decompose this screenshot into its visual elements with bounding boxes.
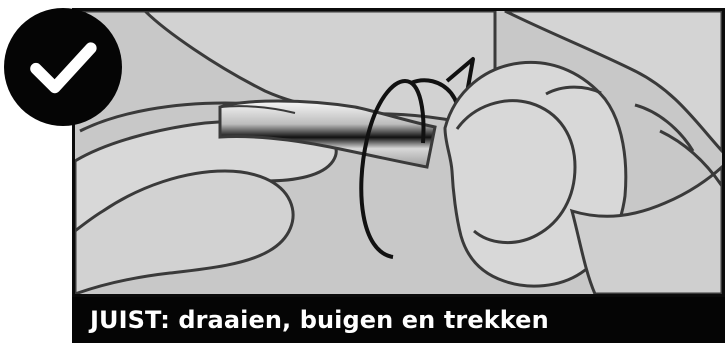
hands-twist-cap-icon (75, 11, 722, 294)
check-badge (4, 8, 122, 126)
checkmark-icon (22, 26, 104, 108)
caption-bar: JUIST: draaien, buigen en trekken (72, 297, 725, 343)
illustration-panel (72, 8, 725, 297)
caption-text: JUIST: draaien, buigen en trekken (90, 306, 549, 334)
